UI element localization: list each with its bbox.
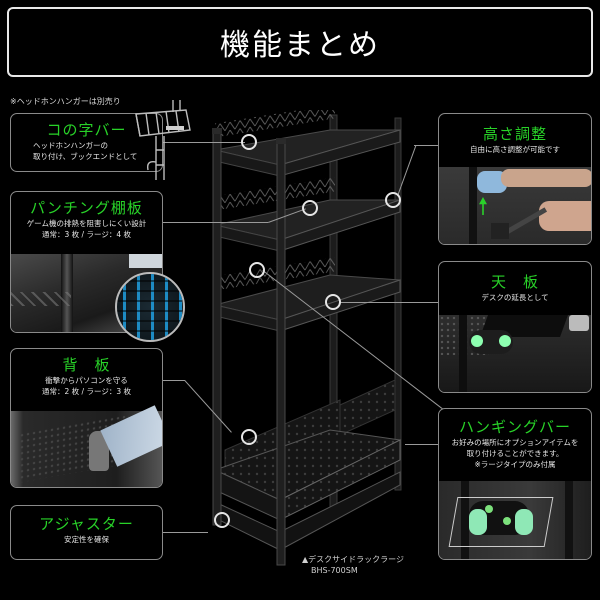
product-name: ▲デスクサイドラックラージ: [302, 555, 404, 564]
hanging-bar-photo: [439, 481, 591, 559]
feature-panel-adjuster: アジャスター 安定性を確保: [10, 505, 163, 560]
airflow-detail-icon: [115, 272, 185, 342]
feature-desc: ※ラージタイプのみ付属: [474, 460, 556, 469]
callout-ring: [385, 192, 401, 208]
feature-desc: 自由に高さ調整が可能です: [470, 145, 560, 154]
callout-ring: [302, 200, 318, 216]
feature-panel-punched-shelf: パンチング棚板 ゲーム機の排熱を阻害しにくい設計 通常：3 枚 / ラージ：4 …: [10, 191, 163, 333]
headphone-hanger-image: [135, 100, 191, 180]
connector-line: [340, 302, 438, 303]
top-board-photo: [439, 315, 591, 392]
connector-line: [163, 222, 268, 223]
feature-desc: 取り付け、ブックエンドとして: [33, 152, 138, 161]
connector-line: [414, 145, 438, 146]
feature-panel-back-board: 背 板 衝撃からパソコンを守る 通常：2 枚 / ラージ：3 枚: [10, 348, 163, 488]
connector-line: [163, 142, 245, 143]
callout-ring: [214, 512, 230, 528]
feature-desc: ゲーム機の排熱を阻害しにくい設計: [26, 219, 147, 228]
callout-ring: [249, 262, 265, 278]
feature-desc: 通常：3 枚 / ラージ：4 枚: [42, 230, 131, 239]
feature-desc: 通常：2 枚 / ラージ：3 枚: [42, 387, 131, 396]
callout-ring: [241, 429, 257, 445]
feature-panel-top-board: 天 板 デスクの延長として: [438, 261, 592, 393]
connector-line: [405, 444, 438, 445]
title-box: 機能まとめ: [7, 7, 593, 77]
rack-illustration: [212, 110, 402, 566]
feature-title: アジャスター: [39, 515, 134, 533]
feature-title: 天 板: [490, 273, 539, 291]
callout-ring: [325, 294, 341, 310]
feature-desc: お好みの場所にオプションアイテムを: [451, 438, 579, 447]
feature-panel-hanging-bar: ハンギングバー お好みの場所にオプションアイテムを 取り付けることができます。 …: [438, 408, 592, 560]
feature-desc: 取り付けることができます。: [466, 449, 564, 458]
connector-line: [163, 380, 185, 381]
feature-desc: 安定性を確保: [64, 535, 109, 544]
feature-desc: デスクの延長として: [481, 293, 549, 302]
sold-separately-note: ※ヘッドホンハンガーは別売り: [10, 97, 121, 106]
back-board-photo: [11, 405, 162, 487]
feature-desc: ヘッドホンハンガーの: [33, 141, 108, 150]
product-caption: ▲デスクサイドラックラージ BHS-700SM: [302, 554, 404, 576]
feature-title: ハンギングバー: [458, 418, 571, 436]
feature-panel-height-adjust: 高さ調整 自由に高さ調整が可能です: [438, 113, 592, 245]
feature-title: コの字バー: [46, 121, 127, 139]
connector-line: [163, 532, 208, 533]
feature-title: 背 板: [62, 356, 111, 374]
page-title: 機能まとめ: [220, 28, 380, 63]
product-model: BHS-700SM: [311, 566, 358, 575]
feature-title: 高さ調整: [482, 125, 547, 143]
callout-ring: [241, 134, 257, 150]
feature-desc: 衝撃からパソコンを守る: [45, 376, 128, 385]
height-adjust-photo: [439, 167, 591, 244]
feature-title: パンチング棚板: [30, 199, 143, 217]
